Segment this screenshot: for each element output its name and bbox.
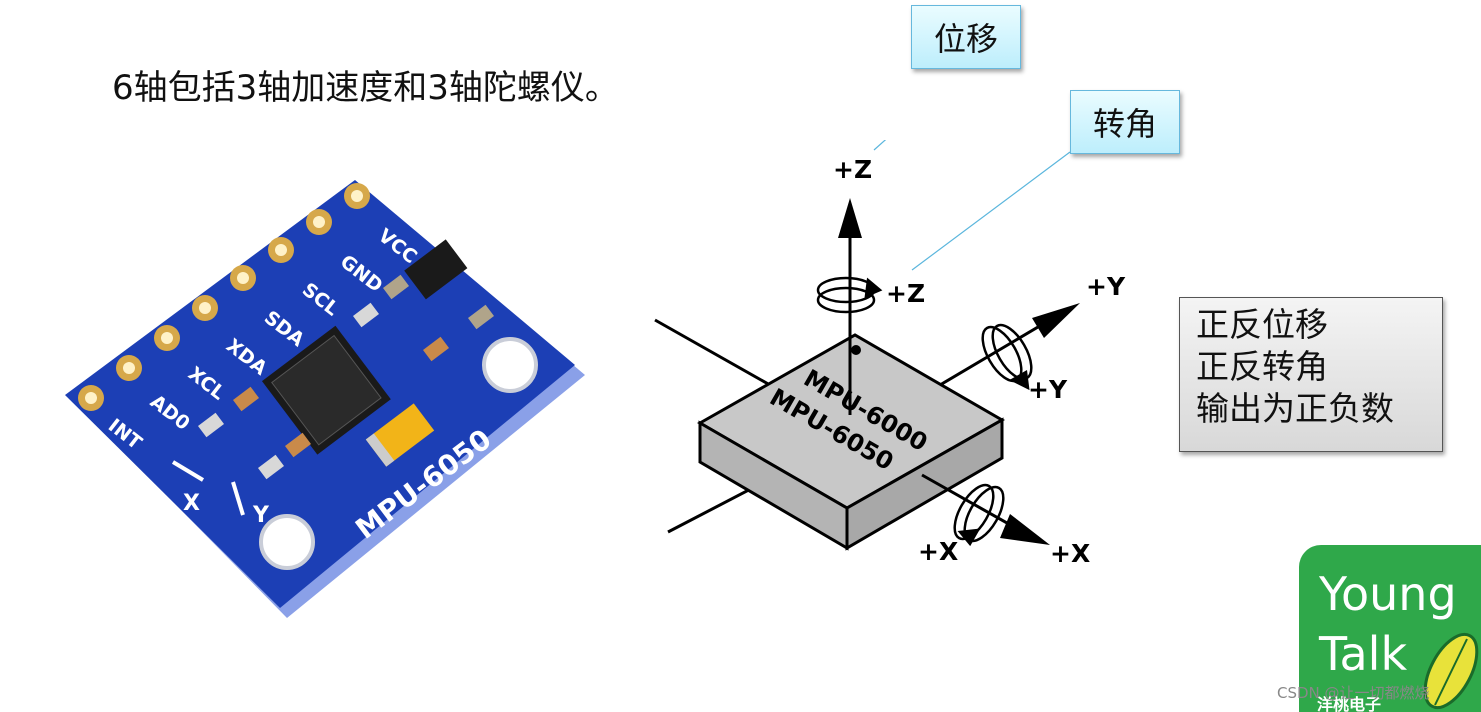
z-rotation-arrow: [816, 276, 883, 314]
note-line-2: 正反转角: [1196, 347, 1328, 386]
y-rotation-arrow: [981, 323, 1033, 391]
label-y-rotation: +Y: [1028, 375, 1068, 404]
label-y-linear: +Y: [1086, 272, 1126, 301]
callout-pointer-rotation: [911, 151, 1071, 271]
logo-word-young: Young: [1319, 567, 1457, 621]
label-z-rotation: +Z: [886, 279, 925, 308]
z-axis-arrowhead: [838, 198, 862, 238]
board-axis-x: X: [183, 491, 200, 516]
label-x-linear: +X: [1050, 539, 1090, 568]
note-line-3: 输出为正负数: [1196, 389, 1394, 428]
pin1-dot: [851, 345, 861, 355]
axis-orientation-diagram: MPU-6000 MPU-6050 +Z +Z +Y +Y +X +X: [654, 140, 1126, 568]
callout-pointer-displacement: [873, 140, 887, 151]
chip-right-face: [845, 417, 1004, 551]
x-axis-arrowhead: [1000, 514, 1050, 545]
note-box: 正反位移 正反转角 输出为正负数: [1179, 297, 1443, 452]
y-axis-arrowhead: [1032, 303, 1080, 338]
mount-hole-bottom: [259, 514, 315, 570]
callout-rotation: 转角: [1070, 90, 1180, 154]
x-rotation-arrow: [953, 483, 1005, 547]
board-axis-y: Y: [252, 503, 270, 528]
logo-word-talk: Talk: [1319, 627, 1408, 681]
watermark: CSDN @让一切都燃烧: [1277, 684, 1430, 702]
smd-components: [198, 274, 494, 480]
tantalum-capacitor: [365, 403, 435, 467]
logo-subtitle: 洋桃电子: [1317, 695, 1382, 712]
label-z-linear: +Z: [833, 155, 872, 184]
label-x-rotation: +X: [918, 537, 958, 566]
note-line-1: 正反位移: [1196, 305, 1328, 344]
mpu-ic: [261, 325, 391, 455]
callout-displacement: 位移: [911, 5, 1021, 69]
mpu6050-board-image: VCC GND SCL SDA XDA XCL AD0 INT MPU-6050: [65, 180, 585, 618]
leaf-icon: [1423, 632, 1479, 710]
mount-hole-right: [482, 337, 538, 393]
pin-pads: [78, 183, 370, 411]
voltage-regulator: [404, 239, 468, 300]
page-title: 6轴包括3轴加速度和3轴陀螺仪。: [112, 68, 619, 108]
x-axis-back-line: [654, 318, 771, 387]
young-talk-logo: Young Talk 洋桃电子: [1299, 545, 1481, 712]
board-axis-marks: [171, 460, 245, 516]
